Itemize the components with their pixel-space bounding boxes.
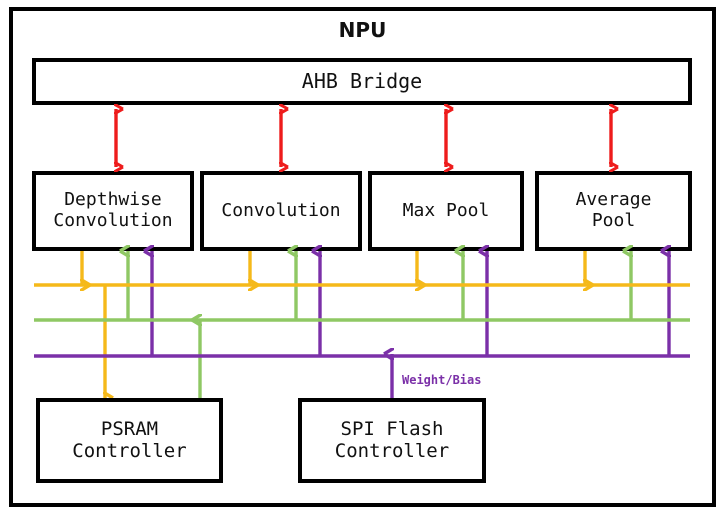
page-title: NPU bbox=[338, 18, 387, 42]
unit-average-pool-box bbox=[535, 171, 692, 251]
unit-max-pool-box bbox=[368, 171, 524, 251]
spi-flash-controller-box bbox=[298, 398, 486, 483]
weight-bias-label: Weight/Bias bbox=[402, 373, 482, 387]
psram-controller-box bbox=[36, 398, 223, 483]
ahb-bridge-box bbox=[32, 58, 692, 105]
unit-depthwise-convolution-box bbox=[32, 171, 194, 251]
unit-convolution-box bbox=[200, 171, 362, 251]
